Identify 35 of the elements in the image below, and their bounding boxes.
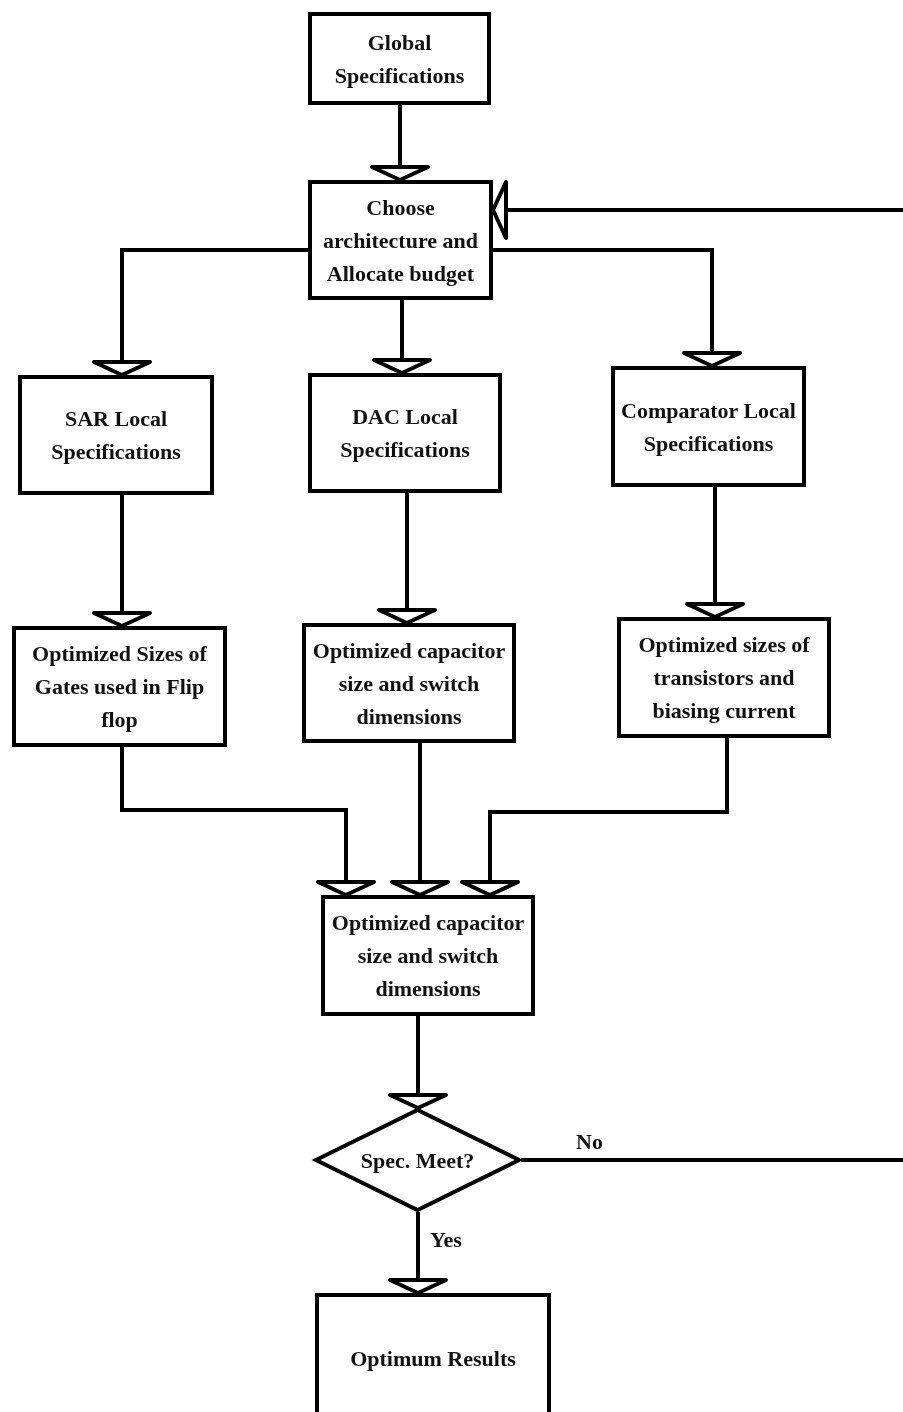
arrow xyxy=(685,487,745,619)
arrow xyxy=(460,738,729,897)
arrow xyxy=(92,248,308,377)
node-text: Optimized capacitor size and switch dimensions xyxy=(311,636,507,731)
process-box xyxy=(617,617,831,738)
arrow xyxy=(388,1016,448,1110)
process-box xyxy=(302,623,516,743)
node-text: Optimized Sizes of Gates used in Flip flop xyxy=(31,640,208,734)
node-text: Optimized sizes of transistors and biasing current xyxy=(637,631,811,725)
arrow xyxy=(377,493,437,625)
arrow xyxy=(493,248,742,368)
arrow xyxy=(370,105,430,182)
node-text: Optimum Results xyxy=(349,1344,517,1373)
process-box xyxy=(321,895,535,1016)
process-box xyxy=(18,375,214,495)
arrow xyxy=(390,743,450,897)
arrow xyxy=(372,300,432,375)
decision-diamond xyxy=(314,1108,521,1212)
node-text: Spec. Meet? xyxy=(359,1146,476,1175)
connector-line xyxy=(521,1158,903,1162)
arrow xyxy=(92,495,152,628)
node-text: Choose architecture and Allocate budget xyxy=(322,193,479,288)
node-text: DAC Local Specifications xyxy=(339,403,471,464)
process-box xyxy=(315,1293,551,1412)
process-box xyxy=(12,626,227,747)
arrow xyxy=(388,1212,448,1295)
arrow xyxy=(120,747,376,897)
process-box xyxy=(611,366,806,487)
node-text: SAR Local Specifications xyxy=(50,405,182,466)
process-box xyxy=(308,180,493,300)
node-text: Optimized capacitor size and switch dimensions xyxy=(330,909,526,1003)
process-box xyxy=(308,373,502,493)
node-text: Comparator Local Specifications xyxy=(620,396,797,458)
node-text: Global Specifications xyxy=(333,28,466,90)
process-box xyxy=(308,12,491,105)
